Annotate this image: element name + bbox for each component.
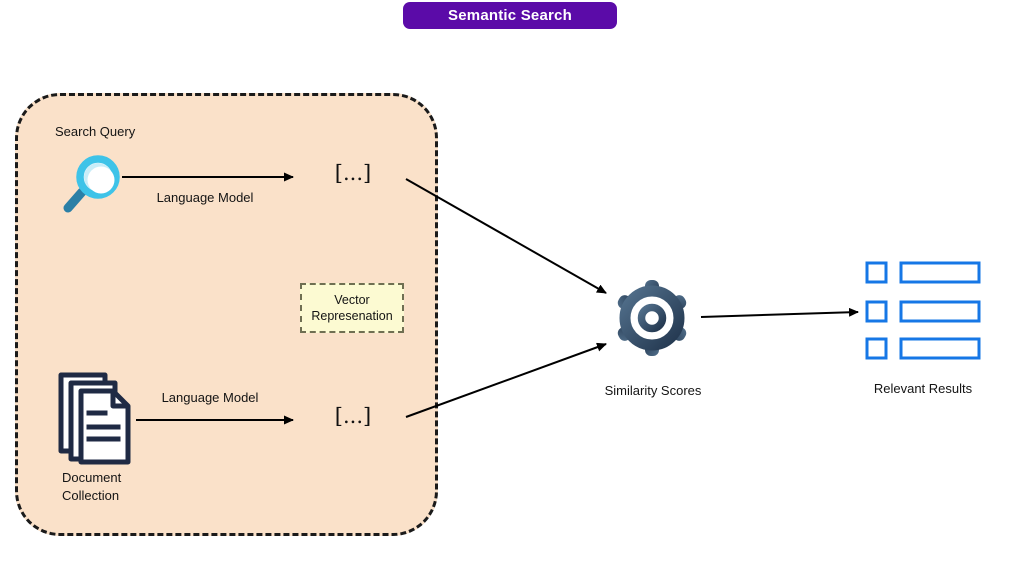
gear-icon — [617, 280, 687, 356]
vector-note-line1: Vector — [334, 293, 370, 307]
document-encoder-label: Language Model — [161, 390, 259, 405]
query-encoder-label: Language Model — [156, 190, 254, 205]
magnifier-icon — [63, 155, 120, 213]
vector-note-line2: Represenation — [311, 309, 393, 323]
vector-representation-note: Vector Represenation — [300, 283, 404, 333]
similarity-to-results-arrow — [700, 307, 859, 318]
search-query-label: Search Query — [55, 124, 136, 139]
similarity-scores-label: Similarity Scores — [604, 383, 702, 398]
results-list-icon — [865, 261, 981, 360]
diagram-title: Semantic Search — [403, 2, 617, 29]
document-collection-label-line1: Document — [62, 470, 122, 485]
query-embedding-vector: [...] — [334, 161, 372, 185]
document-collection-label-line2: Collection — [62, 488, 120, 503]
documents-icon — [58, 372, 131, 465]
document-embedding-vector: [...] — [334, 404, 372, 428]
relevant-results-label: Relevant Results — [873, 381, 973, 396]
